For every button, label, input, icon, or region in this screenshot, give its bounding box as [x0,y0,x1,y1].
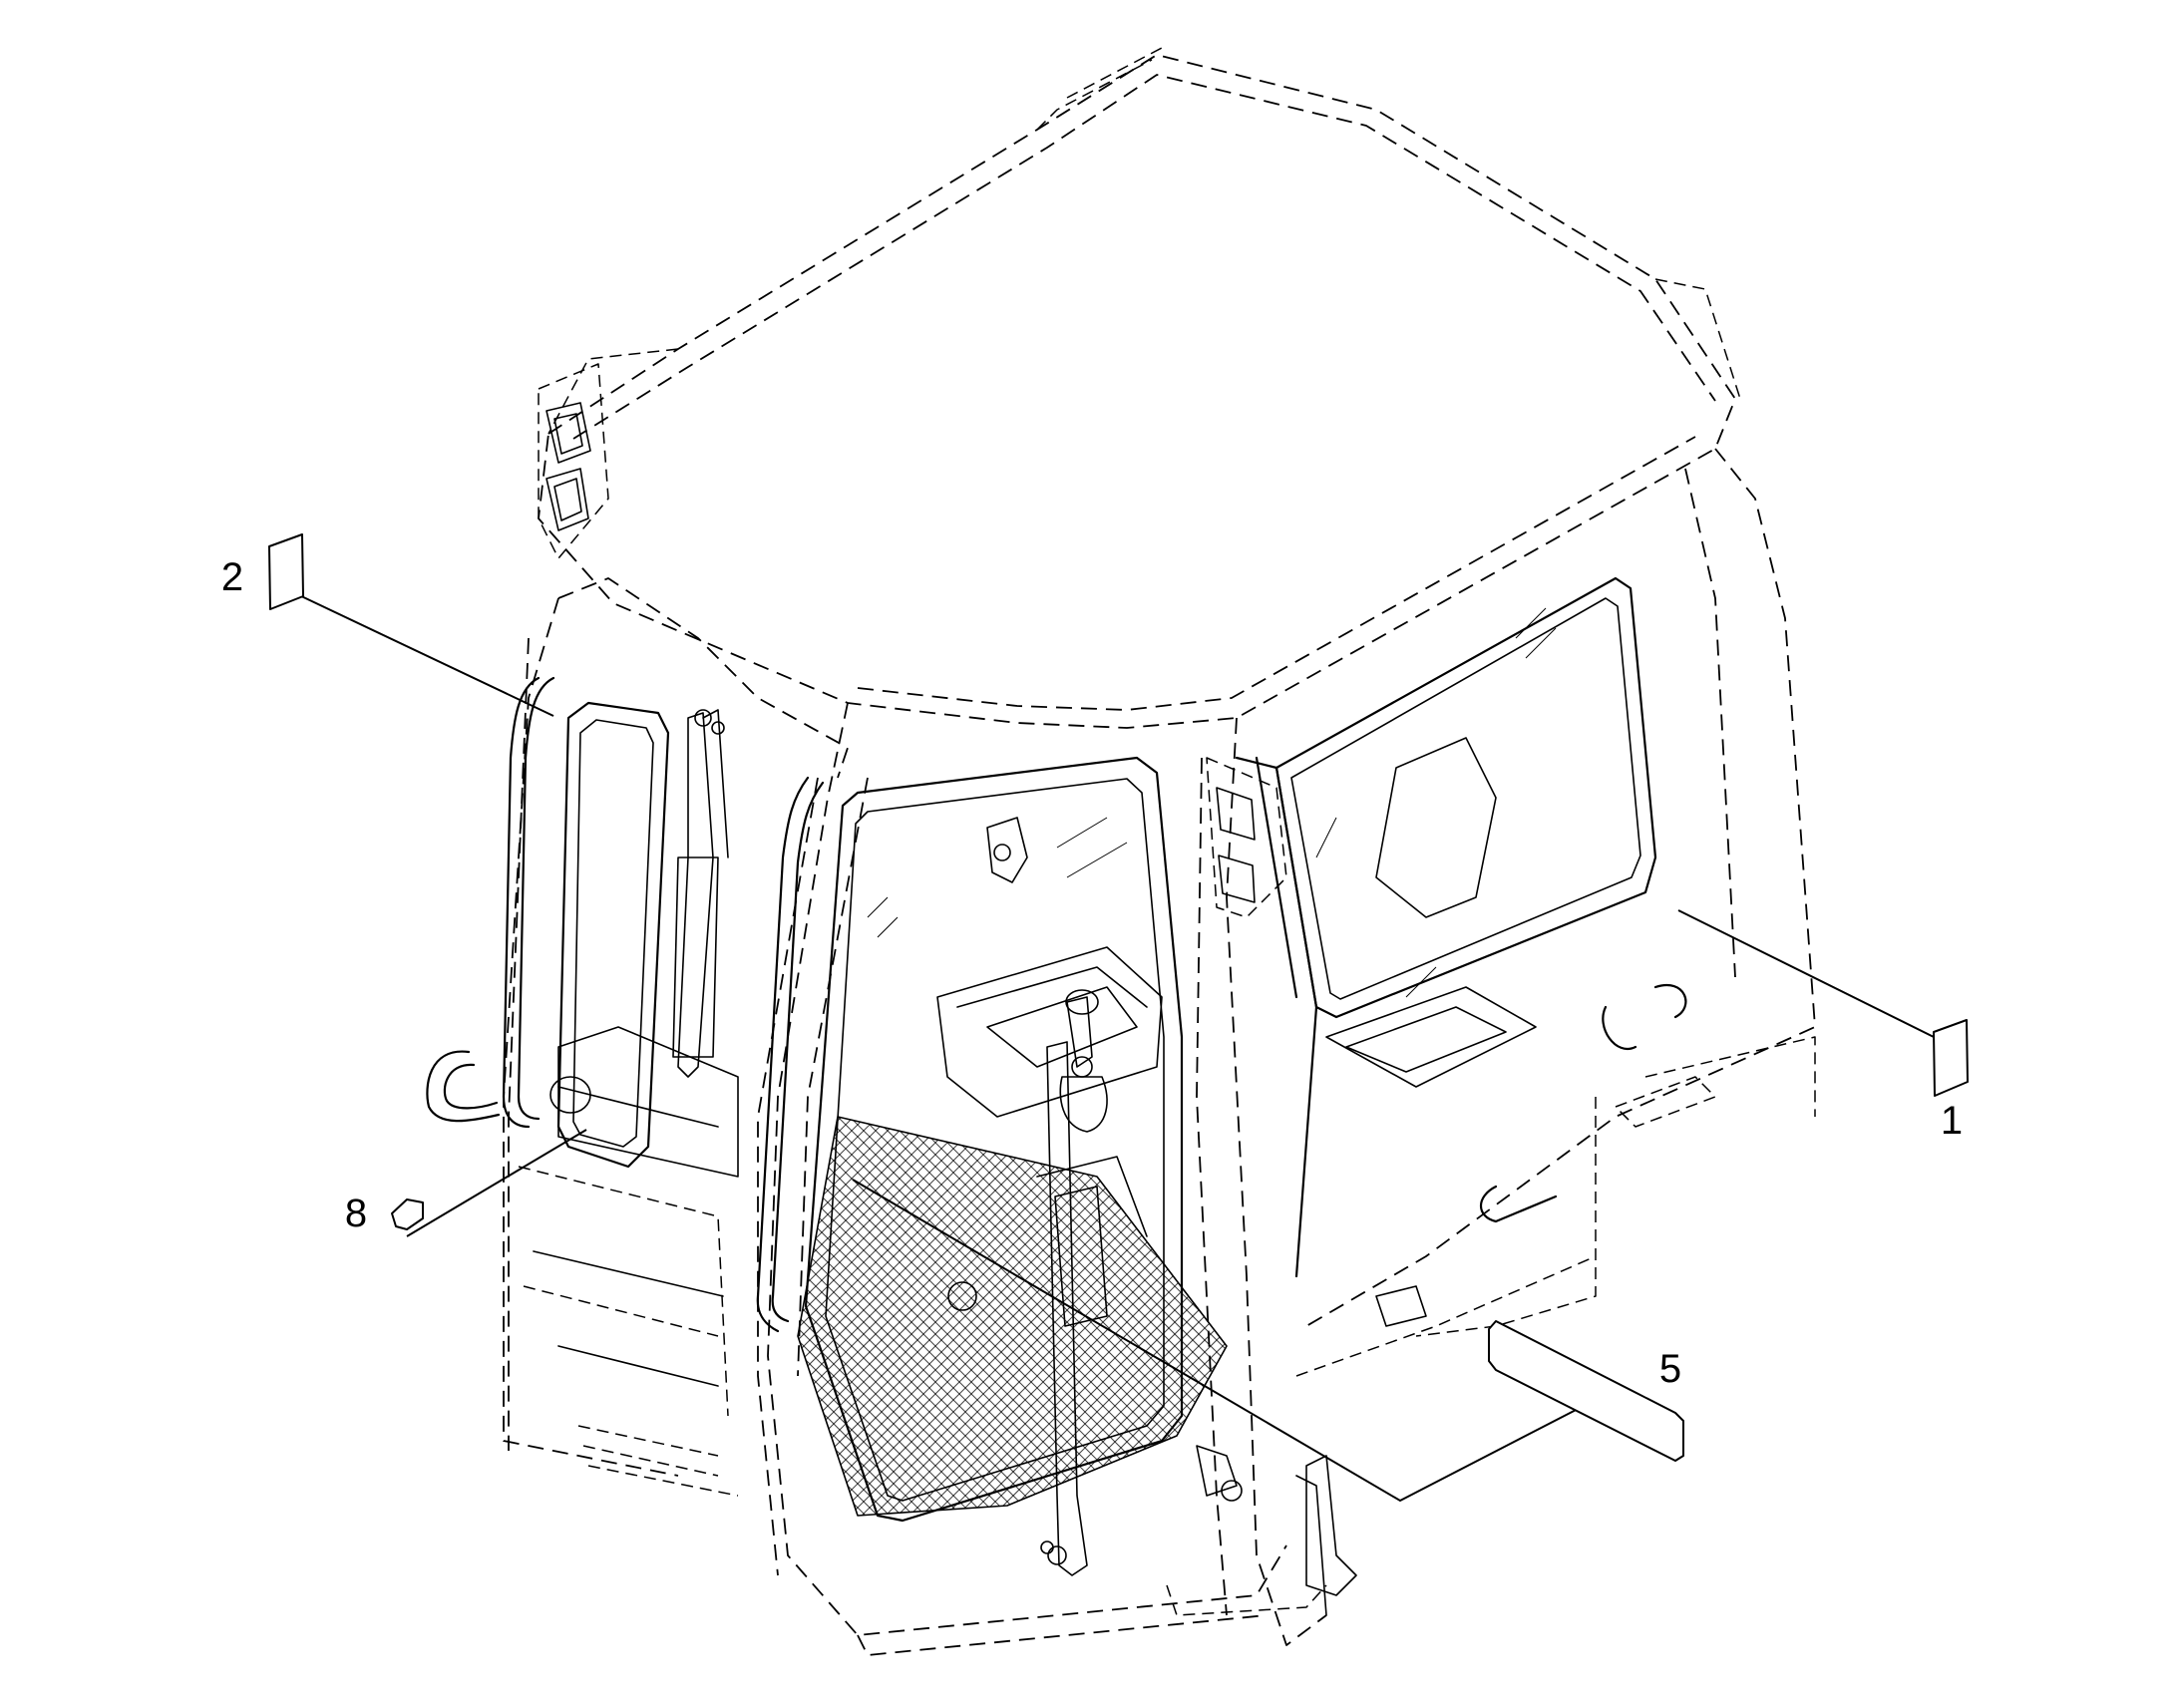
left-wiper [672,709,729,1078]
operator-seat [936,737,1537,1118]
callout-8: 8 [345,1192,367,1235]
door-frame [797,756,1228,1523]
leader-8 [406,1129,587,1237]
decal-2 [268,533,304,610]
leader-2 [296,593,554,717]
cab-body [503,448,1816,1656]
decal-8 [391,1198,424,1230]
cab-roof [538,47,1741,729]
right-window [1206,576,1687,1278]
decal-5 [1488,1320,1684,1462]
front-wiper-motor [986,817,1028,883]
leader-1 [1677,909,1935,1038]
callout-1: 1 [1941,1099,1963,1143]
right-step [1196,1285,1427,1616]
control-lever [947,989,1148,1311]
glass-reflections [867,607,1557,998]
callout-5: 5 [1659,1347,1681,1391]
leader-5 [852,1179,1585,1503]
left-door-frame [426,676,825,1333]
center-wiper [1040,1041,1108,1576]
left-lower-panels [533,1026,739,1497]
rear-work-lights [538,363,609,559]
decal-1 [1933,1019,1969,1097]
leader-lines [296,593,1935,1503]
callout-2: 2 [221,555,243,599]
